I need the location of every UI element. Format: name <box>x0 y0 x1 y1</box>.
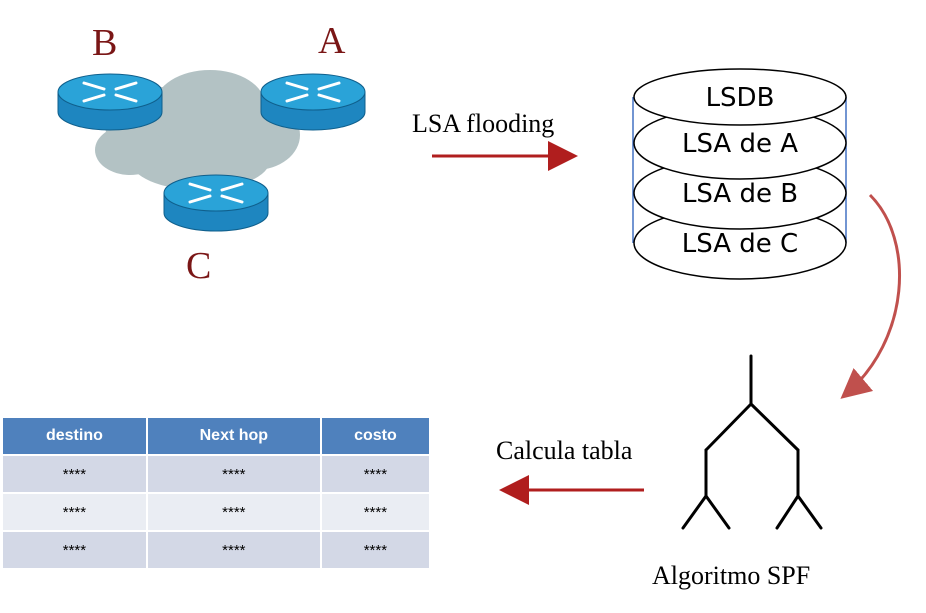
lsdb-title: LSDB <box>706 83 775 113</box>
calc-label: Calcula tabla <box>496 436 633 465</box>
table-cell: **** <box>147 532 320 568</box>
router-a-label: A <box>318 20 346 62</box>
lsdb-entry-label: LSA de B <box>682 179 798 209</box>
column-header-costo: costo <box>321 418 429 454</box>
column-header-destino: destino <box>3 418 146 454</box>
table-cell: **** <box>3 456 146 492</box>
router-c-label: C <box>186 245 212 287</box>
table-cell: **** <box>147 456 320 492</box>
table-row: **** **** **** <box>3 532 429 568</box>
lsdb-entry-label: LSA de A <box>682 129 798 159</box>
network-cloud <box>95 70 300 190</box>
router-b-icon <box>57 73 163 131</box>
table-cell: **** <box>321 456 429 492</box>
column-header-next-hop: Next hop <box>147 418 320 454</box>
table-cell: **** <box>147 494 320 530</box>
routing-table: destino Next hop costo **** **** **** **… <box>1 416 431 570</box>
flooding-label: LSA flooding <box>412 109 555 138</box>
router-b-label: B <box>92 22 118 64</box>
table-row: **** **** **** <box>3 494 429 530</box>
table-cell: **** <box>321 494 429 530</box>
router-a-icon <box>260 73 366 131</box>
router-c-icon <box>163 174 269 232</box>
table-row: **** **** **** <box>3 456 429 492</box>
spf-curved-arrow <box>840 193 902 399</box>
lsdb-entry-label: LSA de C <box>682 229 798 259</box>
spf-label: Algoritmo SPF <box>652 561 811 590</box>
table-cell: **** <box>321 532 429 568</box>
spf-tree-icon <box>681 354 823 530</box>
table-header-row: destino Next hop costo <box>3 418 429 454</box>
lsdb-top <box>633 68 847 126</box>
table-cell: **** <box>3 494 146 530</box>
lsdb-stack: LSDB LSA de A LSA de B LSA de C <box>632 68 847 280</box>
table-cell: **** <box>3 532 146 568</box>
